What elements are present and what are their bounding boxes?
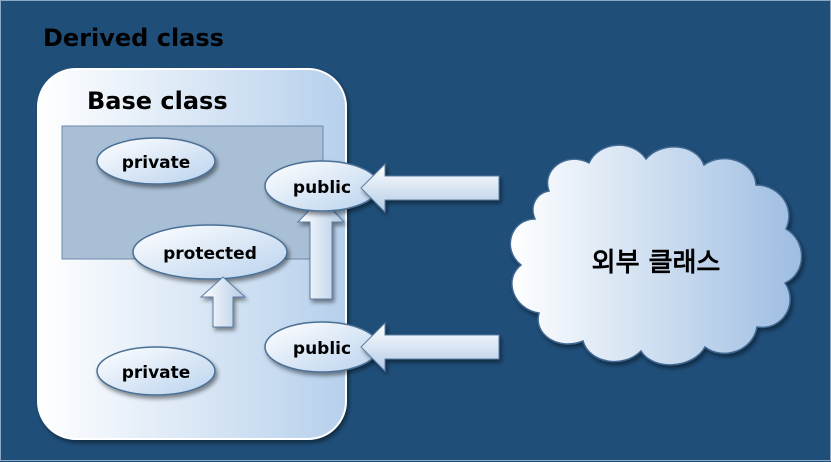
public-top-label: public xyxy=(293,178,351,198)
external-to-public-top-arrow xyxy=(360,162,500,214)
external-class-cloud xyxy=(509,144,803,366)
public-up-arrow xyxy=(296,197,346,300)
external-class-label: 외부 클래스 xyxy=(592,248,721,278)
base-class-label: Base class xyxy=(87,87,228,115)
private-top-label: private xyxy=(122,153,191,173)
protected-node: protected xyxy=(132,224,288,280)
public-top-node: public xyxy=(264,160,380,212)
private-bottom-node: private xyxy=(96,346,216,396)
external-to-public-bottom-arrow xyxy=(360,321,500,373)
protected-label: protected xyxy=(163,244,257,264)
protected-up-arrow xyxy=(199,276,247,328)
derived-class-label: Derived class xyxy=(43,24,224,52)
private-top-node: private xyxy=(96,137,216,185)
private-bottom-label: private xyxy=(122,363,191,383)
public-bottom-node: public xyxy=(264,321,380,373)
public-bottom-label: public xyxy=(293,339,351,359)
